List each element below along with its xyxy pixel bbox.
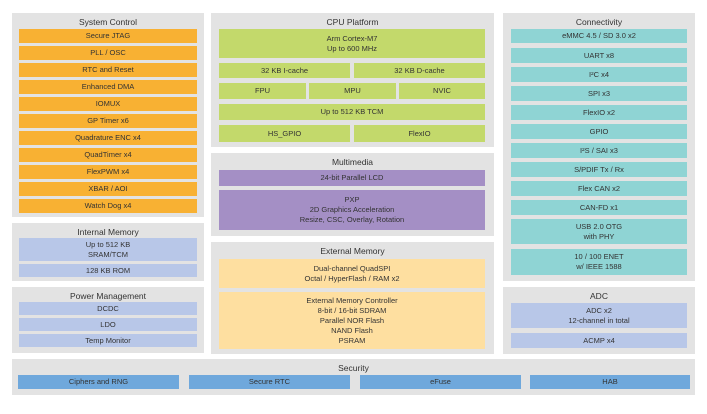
secure-jtag-block: Secure JTAG: [19, 29, 197, 43]
sram-tcm-block: Up to 512 KB SRAM/TCM: [19, 238, 197, 261]
gp-timer-block: GP Timer x6: [19, 114, 197, 128]
fpu-block: FPU: [219, 83, 306, 99]
cpu-platform-panel: CPU Platform Arm Cortex-M7 Up to 600 MHz…: [211, 13, 494, 147]
pll-osc-block: PLL / OSC: [19, 46, 197, 60]
internal-memory-panel: Internal Memory Up to 512 KB SRAM/TCM 12…: [12, 223, 204, 281]
pxp-name: PXP: [344, 195, 360, 204]
internal-memory-title: Internal Memory: [77, 227, 139, 237]
rtc-reset-block: RTC and Reset: [19, 63, 197, 77]
icache-block: 32 KB I-cache: [219, 63, 350, 78]
iomux-block: IOMUX: [19, 97, 197, 111]
flexio-block: FlexIO: [354, 125, 485, 142]
flex-can-block: Flex CAN x2: [511, 181, 687, 196]
system-control-title: System Control: [78, 17, 138, 27]
security-panel: Security Ciphers and RNG Secure RTC eFus…: [12, 359, 695, 395]
can-fd-block: CAN-FD x1: [511, 200, 687, 215]
usb-name: USB 2.0 OTG: [575, 221, 623, 231]
quadspi-types: Octal / HyperFlash / RAM x2: [304, 273, 400, 283]
external-memory-title: External Memory: [320, 246, 385, 256]
ciphers-rng-block: Ciphers and RNG: [18, 375, 179, 389]
tcm-block: Up to 512 KB TCM: [219, 104, 485, 120]
enhanced-dma-block: Enhanced DMA: [19, 80, 197, 94]
controller-nand: NAND Flash: [331, 325, 373, 335]
memory-controller-block: External Memory Controller 8-bit / 16-bi…: [219, 292, 485, 349]
pxp-features: Resize, CSC, Overlay, Rotation: [299, 215, 405, 224]
core-name: Arm Cortex-M7: [326, 33, 378, 43]
adc-count: ADC x2: [586, 305, 612, 315]
connectivity-title: Connectivity: [575, 17, 623, 27]
multimedia-panel: Multimedia 24-bit Parallel LCD PXP 2D Gr…: [211, 153, 494, 236]
uart-block: UART x8: [511, 48, 687, 63]
enet-block: 10 / 100 ENET w/ IEEE 1588: [511, 249, 687, 275]
mpu-block: MPU: [309, 83, 396, 99]
connectivity-panel: Connectivity eMMC 4.5 / SD 3.0 x2 UART x…: [503, 13, 695, 281]
power-management-panel: Power Management DCDC LDO Temp Monitor: [12, 287, 204, 353]
enet-name: 10 / 100 ENET: [574, 252, 624, 261]
spdif-block: S/PDIF Tx / Rx: [511, 162, 687, 177]
flexpwm-block: FlexPWM x4: [19, 165, 197, 179]
pxp-block: PXP 2D Graphics Acceleration Resize, CSC…: [219, 190, 485, 230]
controller-psram: PSRAM: [338, 335, 366, 345]
i2s-sai-block: I²S / SAI x3: [511, 143, 687, 158]
adc-panel: ADC ADC x2 12-channel in total ACMP x4: [503, 287, 695, 354]
enet-ieee: w/ IEEE 1588: [576, 262, 622, 271]
acmp-block: ACMP x4: [511, 333, 687, 348]
efuse-block: eFuse: [360, 375, 521, 389]
flexio-x2-block: FlexIO x2: [511, 105, 687, 120]
ldo-block: LDO: [19, 318, 197, 331]
security-title: Security: [338, 363, 369, 373]
usb-phy: with PHY: [583, 231, 615, 241]
watch-dog-block: Watch Dog x4: [19, 199, 197, 213]
multimedia-title: Multimedia: [331, 157, 374, 167]
power-management-title: Power Management: [69, 291, 147, 301]
controller-name: External Memory Controller: [306, 295, 398, 305]
dcache-block: 32 KB D-cache: [354, 63, 485, 78]
system-control-panel: System Control Secure JTAG PLL / OSC RTC…: [12, 13, 204, 217]
dcdc-block: DCDC: [19, 302, 197, 315]
controller-nor: Parallel NOR Flash: [319, 315, 385, 325]
adc-block: ADC x2 12-channel in total: [511, 303, 687, 328]
gpio-block: GPIO: [511, 124, 687, 139]
spi-block: SPI x3: [511, 86, 687, 101]
xbar-aoi-block: XBAR / AOI: [19, 182, 197, 196]
temp-monitor-block: Temp Monitor: [19, 334, 197, 347]
hs-gpio-block: HS_GPIO: [219, 125, 350, 142]
usb-otg-block: USB 2.0 OTG with PHY: [511, 219, 687, 244]
quadspi-block: Dual-channel QuadSPI Octal / HyperFlash …: [219, 259, 485, 288]
sram-type: SRAM/TCM: [88, 249, 128, 259]
pxp-function: 2D Graphics Acceleration: [309, 205, 395, 214]
quadspi-name: Dual-channel QuadSPI: [313, 263, 391, 273]
parallel-lcd-block: 24-bit Parallel LCD: [219, 170, 485, 186]
adc-channels: 12-channel in total: [568, 315, 630, 325]
controller-sdram: 8-bit / 16-bit SDRAM: [317, 305, 387, 315]
cpu-platform-title: CPU Platform: [326, 17, 379, 27]
secure-rtc-block: Secure RTC: [189, 375, 350, 389]
cortex-m7-block: Arm Cortex-M7 Up to 600 MHz: [219, 29, 485, 58]
rom-block: 128 KB ROM: [19, 264, 197, 277]
core-frequency: Up to 600 MHz: [326, 43, 378, 53]
emmc-sd-block: eMMC 4.5 / SD 3.0 x2: [511, 29, 687, 43]
hab-block: HAB: [530, 375, 690, 389]
adc-title: ADC: [590, 291, 608, 301]
i2c-block: I²C x4: [511, 67, 687, 82]
external-memory-panel: External Memory Dual-channel QuadSPI Oct…: [211, 242, 494, 354]
quadtimer-block: QuadTimer x4: [19, 148, 197, 162]
quadrature-enc-block: Quadrature ENC x4: [19, 131, 197, 145]
sram-size: Up to 512 KB: [85, 239, 131, 249]
nvic-block: NVIC: [399, 83, 485, 99]
